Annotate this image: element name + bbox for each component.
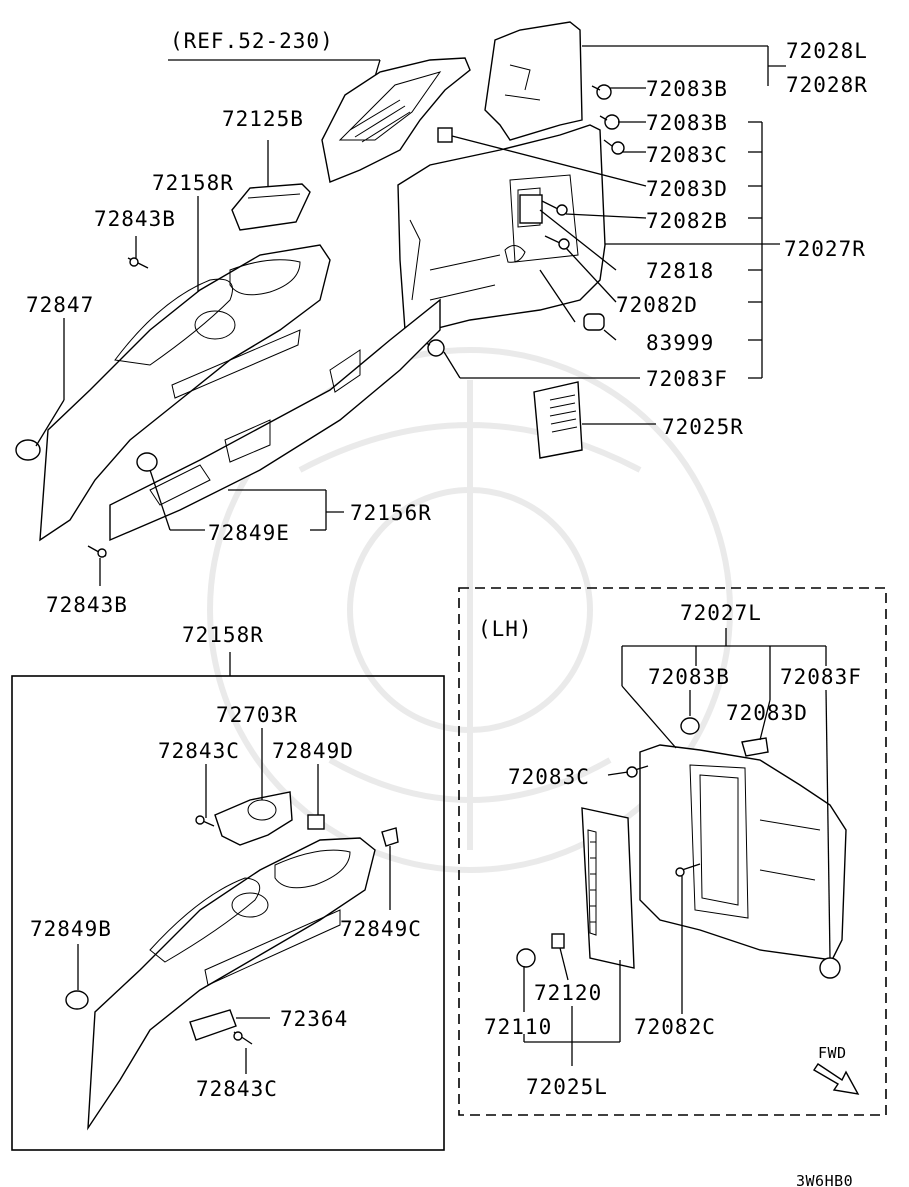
screw-72082D (544, 235, 570, 250)
screw-72843C-b (233, 1031, 253, 1045)
fwd-arrow-icon (813, 1063, 860, 1095)
clip-72083B-b (599, 114, 620, 130)
label-72849D: 72849D (272, 739, 354, 763)
label-72703R: 72703R (216, 703, 298, 727)
clip-72849E (136, 452, 158, 472)
label-72083B-a: 72083B (646, 77, 728, 101)
panel-72156R (109, 298, 441, 542)
clip-72083C-a (603, 139, 625, 155)
cover-72025L (581, 807, 635, 969)
clip-72847 (15, 439, 41, 461)
tray-72125B (231, 183, 311, 231)
side-trim-72847 (39, 244, 331, 542)
leaders-detail-box (77, 728, 391, 1074)
label-72028R: 72028R (786, 73, 868, 97)
label-72027R: 72027R (784, 237, 866, 261)
clip-72849B (65, 990, 89, 1010)
label-72849C: 72849C (340, 917, 422, 941)
screw-72082C (675, 863, 701, 877)
label-72083D-a: 72083D (646, 177, 728, 201)
leaders-upper-right (443, 45, 786, 425)
detail-box-LH (458, 587, 887, 1116)
label-72849E: 72849E (208, 521, 290, 545)
clip-72083B-c (680, 717, 700, 735)
cover-72025R (533, 381, 583, 459)
clip-72120 (551, 933, 565, 949)
label-72027L: 72027L (680, 601, 762, 625)
screw-72843C-a (195, 815, 215, 827)
holder-72703R (214, 791, 293, 846)
label-72849B: 72849B (30, 917, 112, 941)
label-72083F-a: 72083F (646, 367, 728, 391)
label-72120: 72120 (534, 981, 602, 1005)
watermark-emblem (207, 347, 733, 873)
clip-72083D-b (741, 737, 769, 757)
clip-72083B-a (591, 84, 612, 100)
label-72364: 72364 (280, 1007, 348, 1031)
label-72083B-c: 72083B (648, 665, 730, 689)
side-trim-detail (87, 837, 376, 1131)
fastener-83999 (583, 313, 605, 331)
label-72843B-b: 72843B (46, 593, 128, 617)
label-72125B: 72125B (222, 107, 304, 131)
pillar-trim-72028 (484, 21, 583, 141)
label-72158R-a: 72158R (152, 171, 234, 195)
label-72843C-b: 72843C (196, 1077, 278, 1101)
diagram-code: 3W6HB0 (796, 1172, 853, 1187)
label-72156R: 72156R (350, 501, 432, 525)
clip-72849D (307, 814, 325, 830)
label-72082B: 72082B (646, 209, 728, 233)
clip-72083F-b (819, 957, 841, 979)
label-72083F-b: 72083F (780, 665, 862, 689)
clip-72083D-a (437, 127, 453, 143)
ref-callout (168, 59, 381, 81)
label-72083B-b: 72083B (646, 111, 728, 135)
label-lh: (LH) (478, 617, 533, 641)
label-72158R-b: 72158R (182, 623, 264, 647)
label-72083C-a: 72083C (646, 143, 728, 167)
clip-72110 (516, 948, 536, 968)
clip-72849C (381, 827, 399, 847)
cover-72364 (189, 1009, 237, 1041)
label-72818: 72818 (646, 259, 714, 283)
label-72025L: 72025L (526, 1075, 608, 1099)
label-83999: 83999 (646, 331, 714, 355)
label-72843B-a: 72843B (94, 207, 176, 231)
label-72083C-b: 72083C (508, 765, 590, 789)
label-72082D: 72082D (616, 293, 698, 317)
label-72025R: 72025R (662, 415, 744, 439)
quarter-trim-72027L (639, 744, 847, 961)
label-72110: 72110 (484, 1015, 552, 1039)
screw-72082B (539, 199, 568, 216)
upper-vent-trim (321, 57, 471, 183)
leaders-left-console (35, 140, 344, 586)
label-72847: 72847 (26, 293, 94, 317)
bracket-72818 (519, 194, 543, 224)
leaders-LH-box (523, 628, 831, 1066)
screw-72843B-b (87, 545, 107, 558)
quarter-trim-72027R (397, 124, 606, 331)
label-fwd: FWD (818, 1044, 847, 1062)
label-72082C: 72082C (634, 1015, 716, 1039)
label-ref: (REF.52-230) (170, 29, 334, 53)
label-72843C-a: 72843C (158, 739, 240, 763)
label-72028L: 72028L (786, 39, 868, 63)
screw-72843B-a (127, 257, 149, 269)
clip-72083C-b (626, 765, 649, 778)
detail-box-72158R (11, 675, 445, 1151)
label-72083D-b: 72083D (726, 701, 808, 725)
